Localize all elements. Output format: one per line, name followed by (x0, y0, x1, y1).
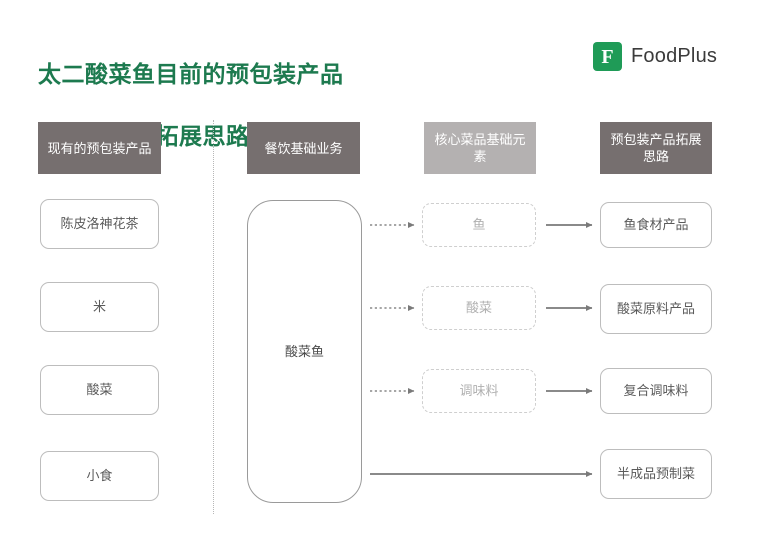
brand-name: FoodPlus (631, 45, 718, 67)
section-divider (213, 120, 214, 514)
existing-product-box-4[interactable]: 小食 (40, 451, 159, 501)
core-element-box-1[interactable]: 鱼 (422, 203, 536, 247)
expansion-idea-box-3[interactable]: 复合调味料 (600, 368, 712, 414)
column-header-core-elements: 核心菜品基础元素 (424, 122, 536, 174)
core-element-box-3[interactable]: 调味料 (422, 369, 536, 413)
core-business-box[interactable]: 酸菜鱼 (247, 200, 362, 503)
expansion-idea-box-2[interactable]: 酸菜原料产品 (600, 284, 712, 334)
foodplus-logo-icon: F (593, 42, 622, 71)
core-element-box-2[interactable]: 酸菜 (422, 286, 536, 330)
expansion-idea-box-1[interactable]: 鱼食材产品 (600, 202, 712, 248)
column-header-expansion-ideas: 预包装产品拓展思路 (600, 122, 712, 174)
existing-product-box-1[interactable]: 陈皮洛神花茶 (40, 199, 159, 249)
existing-product-box-2[interactable]: 米 (40, 282, 159, 332)
column-header-existing-products: 现有的预包装产品 (38, 122, 161, 174)
brand-logo: F FoodPlus (593, 42, 717, 71)
existing-product-box-3[interactable]: 酸菜 (40, 365, 159, 415)
logo-letter: F (601, 45, 614, 68)
column-header-core-business: 餐饮基础业务 (247, 122, 360, 174)
expansion-idea-box-4[interactable]: 半成品预制菜 (600, 449, 712, 499)
page-title-line-1: 太二酸菜鱼目前的预包装产品 (38, 61, 344, 87)
